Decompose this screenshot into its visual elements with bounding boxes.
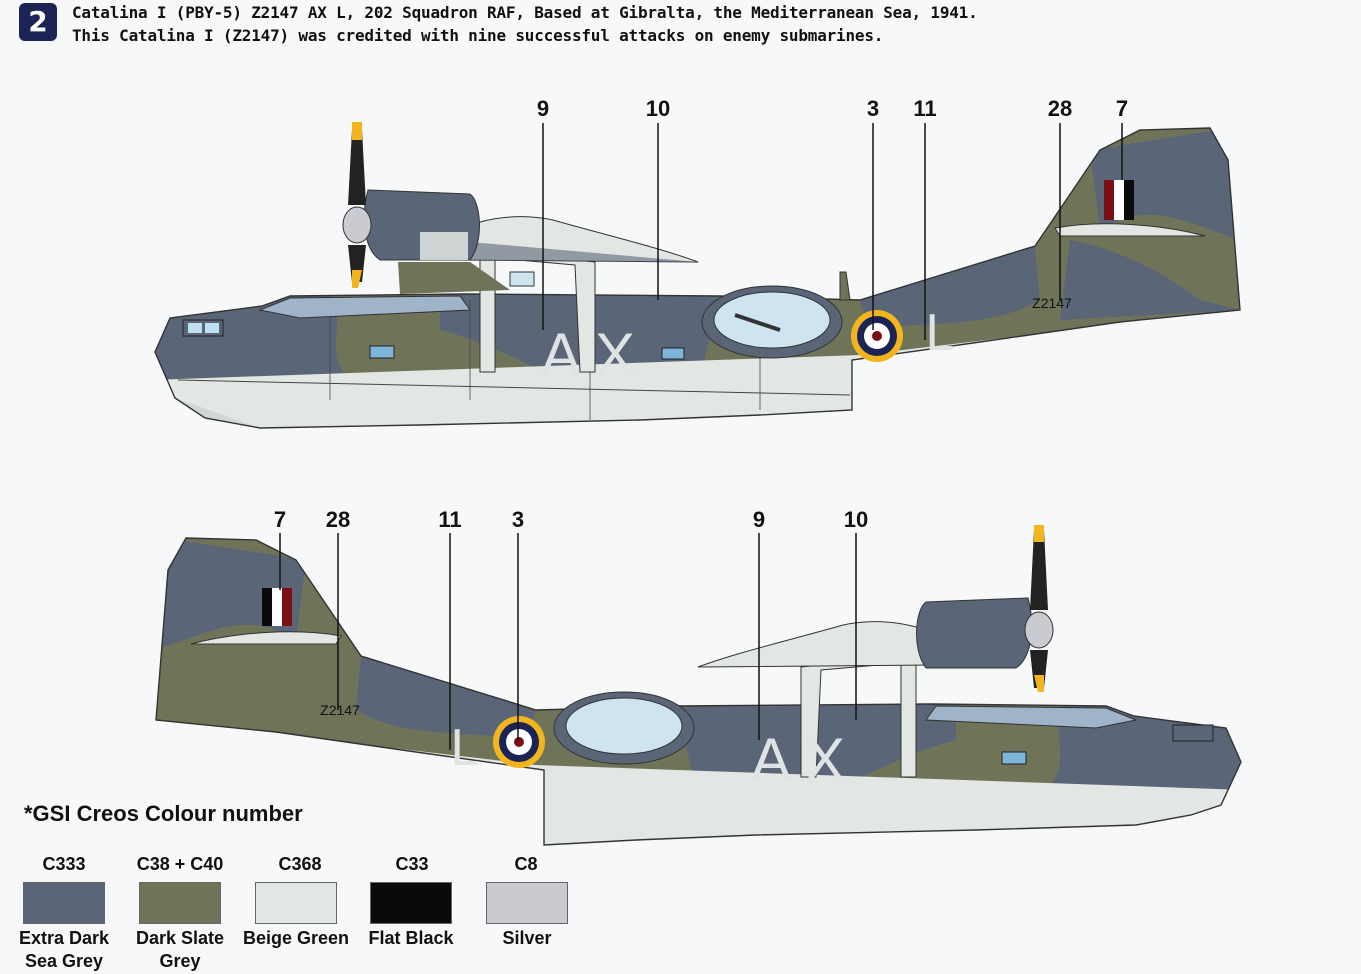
callout-9-top: 9 (536, 96, 550, 121)
callout-9-bottom: 9 (752, 507, 766, 532)
swatch-name: Silver (502, 928, 552, 948)
swatch-beige-green (255, 882, 337, 924)
caption-line-2: This Catalina I (Z2147) was credited wit… (72, 26, 884, 45)
callout-lines-bottom (279, 533, 857, 750)
callout-lines-top (542, 123, 1123, 340)
code-letters-top: AX (541, 321, 649, 388)
callout-10-bottom: 10 (843, 507, 869, 532)
callout-3-top: 3 (866, 96, 880, 121)
code-letter-l-bottom: L (451, 719, 480, 777)
swatch-name: Flat Black (368, 928, 454, 948)
swatch-extra-dark-sea-grey (23, 882, 105, 924)
callout-7-bottom: 7 (273, 507, 287, 532)
swatch-code: C38 + C40 (136, 854, 224, 874)
swatch-code: C333 (42, 854, 86, 874)
swatch-flat-black (370, 882, 452, 924)
callout-11-bottom: 11 (438, 507, 462, 532)
swatch-code: C8 (514, 854, 538, 874)
callout-7-top: 7 (1115, 96, 1129, 121)
swatch-dark-slate-grey (139, 882, 221, 924)
code-letters-bottom: AX (751, 726, 859, 793)
swatch-code: C33 (395, 854, 429, 874)
serial-bottom: Z2147 (320, 702, 360, 718)
profile-number-badge: 2 (19, 3, 57, 41)
callout-28-top: 28 (1047, 96, 1073, 121)
callout-10-top: 10 (645, 96, 671, 121)
callout-3-bottom: 3 (511, 507, 525, 532)
code-letter-l-top: L (926, 304, 955, 362)
swatch-silver (486, 882, 568, 924)
callout-11-top: 11 (913, 96, 937, 121)
hull-top (154, 127, 1241, 429)
swatch-name: Beige Green (242, 928, 350, 948)
swatch-code: C368 (278, 854, 322, 874)
caption-line-1: Catalina I (PBY-5) Z2147 AX L, 202 Squad… (72, 3, 978, 22)
colour-legend-title: *GSI Creos Colour number (24, 801, 303, 826)
aircraft-profile-right: AX L Z2147 (155, 525, 1242, 846)
callout-28-bottom: 28 (325, 507, 351, 532)
serial-top: Z2147 (1032, 295, 1072, 311)
